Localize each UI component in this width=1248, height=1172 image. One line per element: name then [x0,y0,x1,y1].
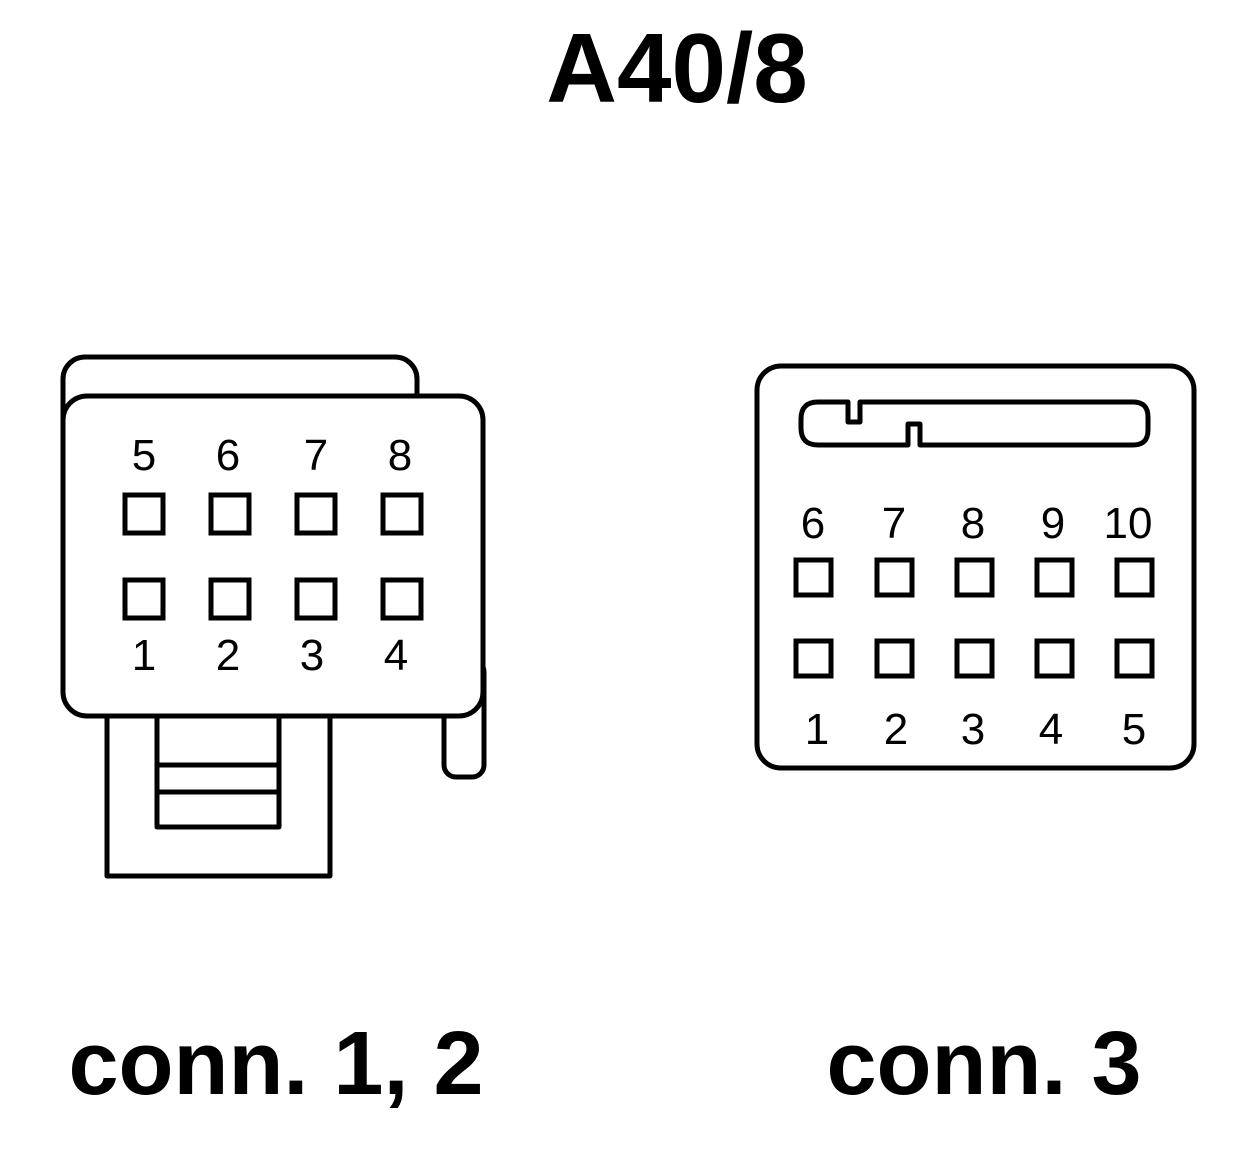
connector-b-pin [954,557,995,598]
connector-b-pin [793,638,834,679]
connector-a-pin-label: 5 [132,431,156,480]
connector-b-pin [1034,638,1075,679]
connector-a-pin-label: 7 [304,431,328,480]
diagram-title: A40/8 [546,13,808,123]
connector-a-pin-label: 8 [388,431,412,480]
connector-b-pin-label: 10 [1104,499,1153,548]
connector-b-pin [1114,557,1155,598]
connector-b-caption: conn. 3 [826,1014,1141,1114]
connector-b-pin-label: 9 [1041,499,1065,548]
connector-a-pin-label: 1 [132,631,156,680]
connector-b: 6 7 8 9 10 1 2 3 4 5 [754,363,1197,771]
connector-b-pin [793,557,834,598]
connector-b-pin [1034,557,1075,598]
connector-b-pin-label: 4 [1039,705,1063,754]
connector-b-pin [874,638,915,679]
connector-a-pin-label: 6 [216,431,240,480]
connector-b-pin-label: 6 [801,499,825,548]
connector-a-pin-label: 2 [216,631,240,680]
connector-a-pin-label: 4 [384,631,408,680]
connector-b-pin [954,638,995,679]
connector-a-pin [294,492,338,536]
connector-a-face [60,393,486,719]
connector-b-pin-label: 1 [805,705,829,754]
connector-a-pin [294,577,338,621]
connector-b-pin-label: 8 [961,499,985,548]
connector-b-pin [1114,638,1155,679]
connector-a: 5 6 7 8 1 2 3 4 [60,354,487,879]
connector-b-pin-label: 7 [882,499,906,548]
connector-a-pin [208,492,252,536]
connector-a-pin [380,577,424,621]
connector-a-caption: conn. 1, 2 [68,1014,483,1114]
connector-a-pin-label: 3 [300,631,324,680]
connector-a-pin [208,577,252,621]
connector-b-pin-label: 2 [884,705,908,754]
connector-a-pin [122,492,166,536]
connector-b-key-slot [798,399,1151,448]
connector-a-pin [380,492,424,536]
connector-a-pin [122,577,166,621]
connector-b-pin [874,557,915,598]
connector-b-pin-label: 3 [961,705,985,754]
connector-b-pin-label: 5 [1122,705,1146,754]
